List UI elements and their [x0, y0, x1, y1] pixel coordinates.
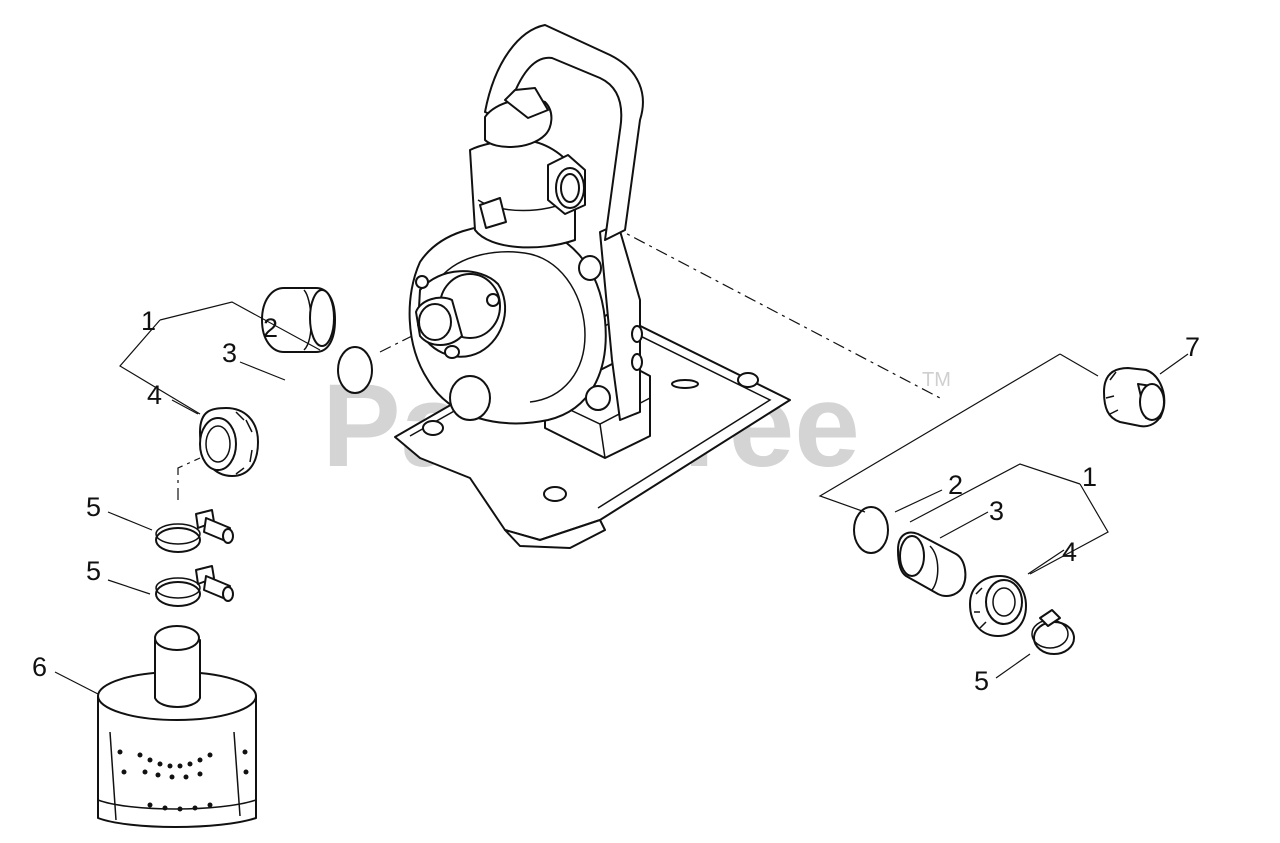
callout-5-right: 5: [974, 666, 989, 696]
left-coupling-nut[interactable]: [199, 407, 259, 477]
callout-7: 7: [1185, 332, 1200, 362]
pump-assembly[interactable]: [394, 24, 791, 549]
callout-2-right: 2: [948, 470, 963, 500]
callout-5-left-lower: 5: [86, 556, 101, 586]
callout-3-left: 3: [222, 338, 237, 368]
left-o-ring[interactable]: [337, 346, 373, 394]
callout-4-left: 4: [147, 380, 162, 410]
watermark-trademark: TM: [922, 369, 951, 391]
left-hose-barb[interactable]: [261, 287, 336, 353]
callout-4-right: 4: [1062, 537, 1077, 567]
right-hose-clamp[interactable]: [1031, 609, 1075, 655]
left-hose-clamp-1[interactable]: [155, 509, 234, 553]
right-hose-barb[interactable]: [897, 531, 967, 597]
callout-1-left: 1: [141, 306, 156, 336]
discharge-fitting[interactable]: [1103, 367, 1166, 428]
leader-lines: [54, 301, 1189, 695]
left-hose-clamp-2[interactable]: [155, 565, 234, 607]
callout-6: 6: [32, 652, 47, 682]
callouts: 1 2 3 4 5 5 6 7 2 1 3 4 5: [32, 306, 1200, 696]
callout-1-right: 1: [1082, 462, 1097, 492]
alignment-lines: [177, 225, 941, 500]
callout-3-right: 3: [989, 496, 1004, 526]
right-coupling-nut[interactable]: [969, 575, 1027, 637]
callout-5-left-upper: 5: [86, 492, 101, 522]
right-o-ring[interactable]: [853, 506, 889, 554]
strainer[interactable]: [97, 625, 257, 828]
callout-2-left: 2: [263, 313, 278, 343]
